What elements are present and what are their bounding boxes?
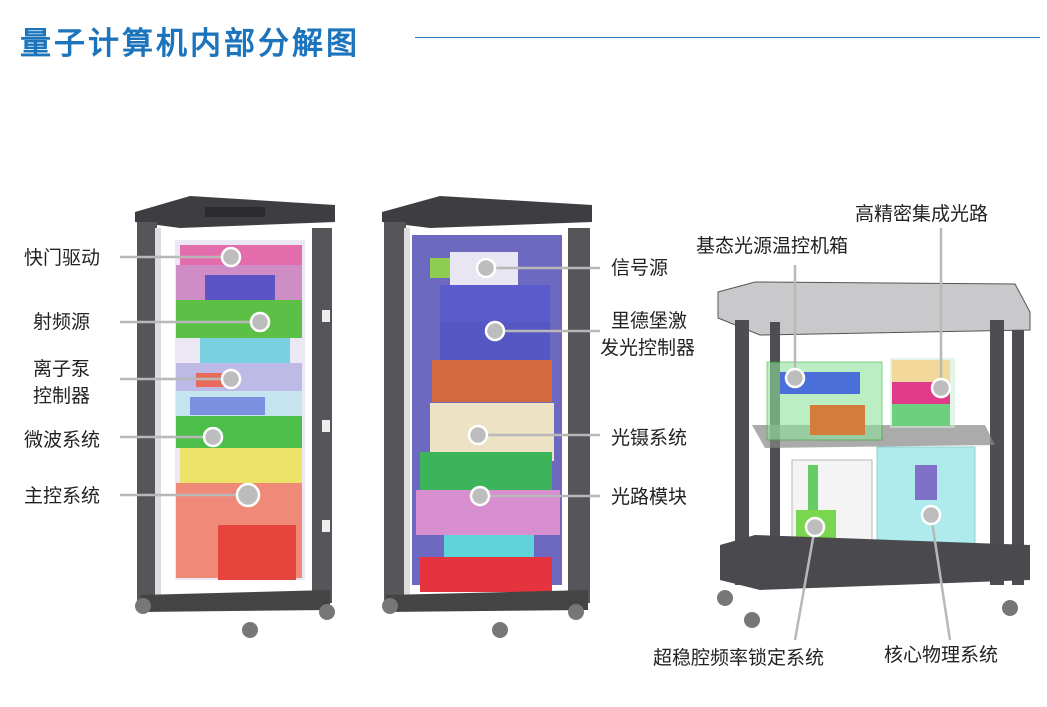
middle-cabinet [382, 196, 592, 638]
label-shutter-driver: 快门驱动 [24, 247, 101, 269]
right-table [717, 281, 1031, 628]
label-rydberg-2: 发光控制器 [600, 337, 696, 359]
left-cabinet [135, 196, 335, 638]
label-microwave-system: 微波系统 [24, 429, 101, 451]
label-core-physics: 核心物理系统 [884, 644, 999, 666]
title-rule [415, 37, 1040, 38]
label-integrated-optics: 高精密集成光路 [855, 203, 989, 225]
label-ion-pump: 离子泵 [33, 358, 91, 380]
callout-dots [202, 246, 952, 538]
label-optical-tweezer: 光镊系统 [611, 427, 688, 449]
label-ion-pump-controller: 控制器 [33, 385, 91, 407]
callout-lines [120, 228, 952, 641]
label-main-control: 主控系统 [24, 485, 101, 507]
label-rydberg-1: 里德堡激 [611, 310, 688, 332]
page-title: 量子计算机内部分解图 [20, 26, 360, 62]
label-ultrastable-cavity: 超稳腔频率锁定系统 [653, 647, 825, 669]
label-rf-source: 射频源 [33, 311, 91, 333]
label-optical-path: 光路模块 [611, 486, 688, 508]
label-signal-source: 信号源 [611, 257, 669, 279]
label-ground-laser-box: 基态光源温控机箱 [696, 235, 849, 257]
